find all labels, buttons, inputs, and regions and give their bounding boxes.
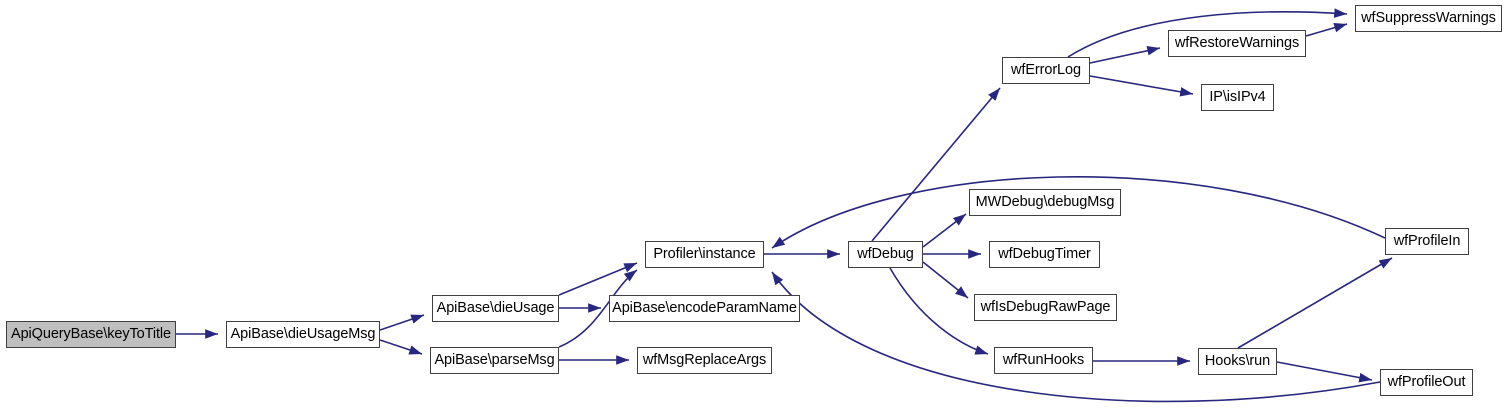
graph-edge-wfRestoreWarnings-to-wfSuppressWarnings bbox=[1305, 22, 1348, 37]
graph-node-label: wfSuppressWarnings bbox=[1361, 10, 1496, 27]
graph-edge-wfProfileOut-to-profilerInstance bbox=[771, 271, 1381, 403]
graph-edge-hooksRun-to-wfProfileIn bbox=[1237, 257, 1393, 349]
edge-group bbox=[176, 8, 1393, 403]
graph-edge-wfErrorLog-to-wfRestoreWarnings bbox=[1089, 45, 1161, 64]
graph-node-wfRestoreWarnings[interactable]: wfRestoreWarnings bbox=[1168, 30, 1306, 57]
graph-node-label: Hooks\run bbox=[1204, 353, 1271, 370]
graph-node-wfIsDebugRawPage[interactable]: wfIsDebugRawPage bbox=[974, 294, 1117, 321]
graph-node-label: Profiler\instance bbox=[653, 246, 756, 263]
graph-node-label: wfProfileOut bbox=[1387, 374, 1466, 391]
graph-edge-hooksRun-to-wfProfileOut bbox=[1276, 361, 1373, 383]
graph-node-label: wfIsDebugRawPage bbox=[980, 299, 1111, 316]
graph-edge-wfDebug-to-wfIsDebugRawPage bbox=[922, 261, 969, 299]
graph-node-label: ApiBase\dieUsageMsg bbox=[230, 326, 376, 343]
graph-edge-dieUsageMsg-to-parseMsg bbox=[379, 339, 423, 355]
graph-node-wfDebug[interactable]: wfDebug bbox=[848, 241, 923, 268]
graph-node-dieUsageMsg[interactable]: ApiBase\dieUsageMsg bbox=[226, 321, 380, 348]
graph-edge-dieUsageMsg-to-dieUsage bbox=[379, 314, 425, 331]
graph-node-debugMsg[interactable]: MWDebug\debugMsg bbox=[969, 189, 1121, 216]
graph-node-label: wfRestoreWarnings bbox=[1174, 35, 1300, 52]
graph-node-profilerInstance[interactable]: Profiler\instance bbox=[645, 241, 764, 268]
graph-node-keyToTitle[interactable]: ApiQueryBase\keyToTitle bbox=[6, 321, 176, 348]
graph-edge-parseMsg-to-profilerInstance bbox=[558, 269, 638, 348]
graph-node-label: wfMsgReplaceArgs bbox=[642, 352, 767, 369]
graph-node-wfProfileOut[interactable]: wfProfileOut bbox=[1380, 369, 1473, 396]
graph-node-label: ApiBase\encodeParamName bbox=[612, 300, 797, 317]
graph-node-label: wfRunHooks bbox=[1002, 352, 1085, 369]
graph-node-label: wfProfileIn bbox=[1393, 233, 1461, 250]
graph-edge-wfDebug-to-wfRunHooks bbox=[889, 267, 989, 355]
graph-edge-wfErrorLog-to-wfSuppressWarnings bbox=[1067, 8, 1348, 58]
graph-node-encodeParamName[interactable]: ApiBase\encodeParamName bbox=[609, 295, 800, 322]
graph-node-label: ApiBase\dieUsage bbox=[436, 300, 555, 317]
graph-edge-dieUsage-to-profilerInstance bbox=[558, 262, 638, 296]
graph-node-label: ApiBase\parseMsg bbox=[434, 352, 555, 369]
graph-node-wfRunHooks[interactable]: wfRunHooks bbox=[994, 347, 1093, 374]
graph-node-label: wfErrorLog bbox=[1011, 62, 1081, 79]
graph-node-wfProfileIn[interactable]: wfProfileIn bbox=[1385, 228, 1469, 255]
graph-node-label: wfDebugTimer bbox=[998, 246, 1091, 263]
graph-edge-wfDebug-to-debugMsg bbox=[922, 213, 967, 248]
graph-node-wfSuppressWarnings[interactable]: wfSuppressWarnings bbox=[1355, 5, 1502, 32]
graph-node-label: IP\isIPv4 bbox=[1209, 89, 1266, 106]
graph-edge-wfErrorLog-to-isIPv4 bbox=[1089, 75, 1194, 97]
graph-node-dieUsage[interactable]: ApiBase\dieUsage bbox=[432, 295, 559, 322]
graph-node-hooksRun[interactable]: Hooks\run bbox=[1198, 348, 1277, 375]
graph-edge-wfProfileIn-to-profilerInstance bbox=[771, 176, 1386, 249]
graph-node-wfDebugTimer[interactable]: wfDebugTimer bbox=[989, 241, 1100, 268]
graph-node-isIPv4[interactable]: IP\isIPv4 bbox=[1201, 84, 1274, 111]
graph-node-label: wfDebug bbox=[857, 246, 914, 263]
graph-node-label: ApiQueryBase\keyToTitle bbox=[11, 326, 171, 343]
graph-node-parseMsg[interactable]: ApiBase\parseMsg bbox=[430, 347, 559, 374]
graph-node-label: MWDebug\debugMsg bbox=[975, 194, 1115, 211]
graph-node-wfMsgReplaceArgs[interactable]: wfMsgReplaceArgs bbox=[637, 347, 772, 374]
graph-edge-wfDebug-to-wfErrorLog bbox=[871, 87, 1001, 242]
graph-node-wfErrorLog[interactable]: wfErrorLog bbox=[1002, 57, 1090, 84]
